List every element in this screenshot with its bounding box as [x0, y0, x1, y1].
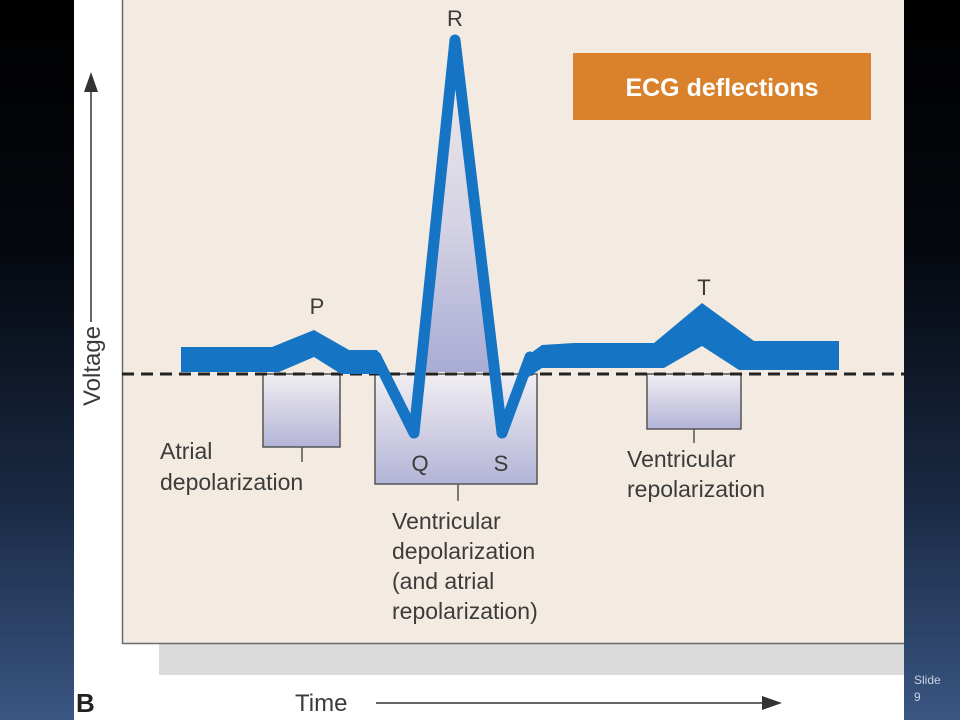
panel-letter: B [76, 688, 95, 718]
ecg-trace-qrs [370, 34, 536, 439]
title-box-label: ECG deflections [625, 74, 818, 102]
ventricular-depolarization-line-2: depolarization [392, 538, 535, 564]
slide-canvas: ECG deflections P R Q S T Atrial depolar… [74, 0, 904, 720]
ecg-trace-p-segment [181, 330, 384, 374]
wave-label-p: P [310, 294, 325, 319]
ventricular-repolarization-line-2: repolarization [627, 476, 765, 502]
wave-label-q: Q [411, 451, 428, 476]
atrial-depolarization-line-2: depolarization [160, 469, 303, 495]
atrial-depolarization-line-1: Atrial [160, 438, 212, 464]
atrial-depolarization-box [262, 373, 341, 448]
title-box [573, 53, 871, 120]
voltage-axis-arrowhead [84, 72, 98, 92]
wave-label-r: R [447, 6, 463, 31]
time-axis-arrowhead [762, 696, 782, 710]
slide-number: Slide 9 [914, 673, 941, 704]
ventricular-depolarization-line-4: repolarization) [392, 598, 538, 624]
ventricular-depolarization-line-3: (and atrial [392, 568, 494, 594]
ecg-diagram: ECG deflections P R Q S T Atrial depolar… [76, 0, 904, 718]
wave-label-t: T [697, 275, 710, 300]
ecg-trace-t-segment [524, 303, 839, 378]
wave-label-s: S [494, 451, 509, 476]
axis-label-time: Time [295, 690, 347, 717]
ventricular-depolarization-line-1: Ventricular [392, 508, 501, 534]
axis-label-voltage: Voltage [79, 326, 106, 406]
ventricular-repolarization-box [646, 373, 742, 430]
ventricular-repolarization-line-1: Ventricular [627, 446, 736, 472]
ventricular-depolarization-box [374, 373, 538, 485]
